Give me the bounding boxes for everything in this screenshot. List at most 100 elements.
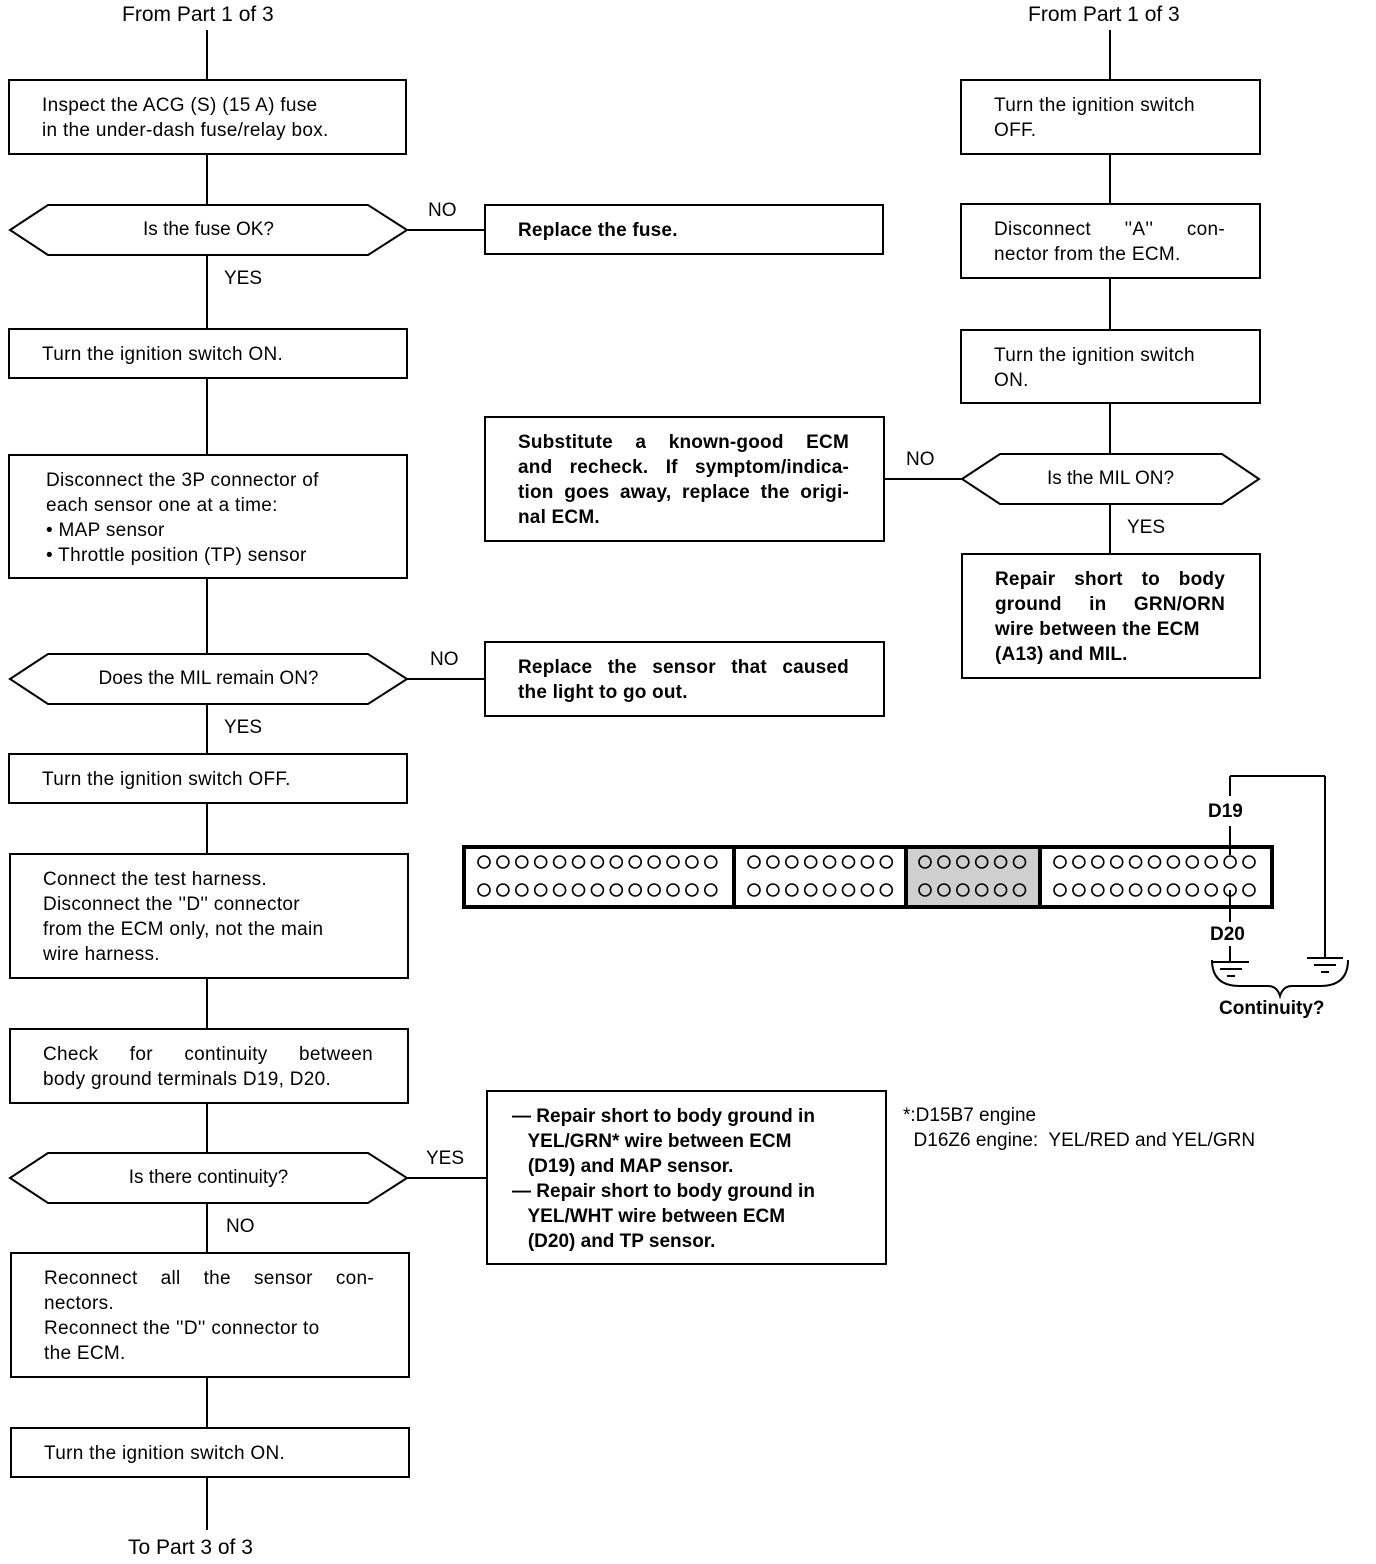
- connector-pin: [496, 883, 510, 897]
- connector-pin: [803, 855, 818, 869]
- connector-pin: [1053, 883, 1067, 897]
- connector-pin: [1223, 855, 1237, 869]
- step-text: Reconnect the ''D'' connector to: [44, 1318, 320, 1339]
- action-text: (D20) and TP sensor.: [512, 1231, 716, 1252]
- disconnect-a-box: Disconnect ''A'' con- nector from the EC…: [960, 203, 1261, 279]
- step-text: nectors.: [44, 1293, 114, 1314]
- connector-pin: [784, 883, 799, 897]
- step-text: from the ECM only, not the main: [43, 919, 324, 940]
- check-continuity-box: Check for continuity between body ground…: [9, 1028, 409, 1104]
- action-text: Repair short to body: [995, 569, 1225, 590]
- action-text: — Repair short to body ground in: [512, 1106, 815, 1127]
- step-text: the ECM.: [44, 1343, 126, 1364]
- connector-pin: [803, 883, 818, 897]
- connector-pin: [628, 855, 643, 869]
- ecm-connector-drawing: [462, 845, 1274, 909]
- connector-pin: [937, 855, 951, 869]
- connector-pin: [822, 855, 837, 869]
- answer-yes: YES: [426, 1148, 465, 1169]
- connector-pin: [1242, 855, 1256, 869]
- action-text: Substitute a known-good ECM: [518, 432, 849, 453]
- pin-label-d20: D20: [1210, 924, 1245, 945]
- decision-shape-continuity: [8, 1152, 409, 1204]
- connector-pin: [666, 855, 680, 869]
- step-text: Turn the ignition switch: [994, 345, 1195, 366]
- connector-pin: [937, 883, 951, 897]
- step-text: Turn the ignition switch ON.: [42, 344, 284, 365]
- footnote-line: *:D15B7 engine: [903, 1105, 1037, 1126]
- step-text: • Throttle position (TP) sensor: [46, 545, 307, 566]
- connector-pin: [552, 883, 567, 897]
- step-text: Reconnect all the sensor con-: [44, 1268, 374, 1289]
- repair-short-mil-box: Repair short to body ground in GRN/ORN w…: [961, 553, 1261, 679]
- connector-pin: [747, 855, 761, 869]
- connector-pin: [993, 855, 1008, 869]
- connector-pin: [685, 855, 699, 869]
- connector-pin: [918, 855, 932, 869]
- connector-pin: [533, 883, 548, 897]
- action-text: wire between the ECM: [995, 619, 1200, 640]
- answer-yes: YES: [1127, 517, 1166, 538]
- action-text: the light to go out.: [518, 682, 688, 703]
- action-text: YEL/GRN* wire between ECM: [512, 1131, 792, 1152]
- connector-pin: [628, 883, 643, 897]
- connector-pin: [955, 855, 970, 869]
- connector-pin: [571, 883, 586, 897]
- replace-sensor-box: Replace the sensor that caused the light…: [484, 641, 885, 717]
- answer-yes: YES: [224, 268, 263, 289]
- substitute-ecm-box: Substitute a known-good ECM and recheck.…: [484, 416, 885, 542]
- action-text: ground in GRN/ORN: [995, 594, 1225, 615]
- to-part-3: To Part 3 of 3: [128, 1536, 253, 1559]
- step-text: body ground terminals D19, D20.: [43, 1069, 332, 1090]
- connector-pin: [647, 855, 661, 869]
- connector-pin: [685, 883, 699, 897]
- connector-pin: [766, 883, 780, 897]
- connector-pin: [609, 855, 624, 869]
- action-text: (A13) and MIL.: [995, 644, 1128, 665]
- decision-shape-mil-on: [960, 453, 1261, 505]
- connector-pin: [974, 883, 989, 897]
- connector-pin: [609, 883, 624, 897]
- connector-pin: [477, 883, 491, 897]
- from-part-1-left: From Part 1 of 3: [122, 3, 274, 26]
- reconnect-box: Reconnect all the sensor con- nectors. R…: [10, 1252, 410, 1378]
- connector-pin: [841, 855, 856, 869]
- question-fuse-ok: Is the fuse OK?: [143, 219, 274, 240]
- step-text: Turn the ignition switch: [994, 95, 1195, 116]
- connector-pin: [766, 855, 780, 869]
- step-text: Connect the test harness.: [43, 869, 268, 890]
- step-text: nector from the ECM.: [994, 244, 1181, 265]
- connector-pin: [1166, 855, 1181, 869]
- step-text: Disconnect ''A'' con-: [994, 219, 1225, 240]
- connector-pin: [533, 855, 548, 869]
- step-text: • MAP sensor: [46, 520, 165, 541]
- connector-pin: [496, 855, 510, 869]
- from-part-1-right: From Part 1 of 3: [1028, 3, 1180, 26]
- connector-pin: [1128, 855, 1143, 869]
- connector-pin: [822, 883, 837, 897]
- connector-pin: [1147, 855, 1162, 869]
- connector-pin: [974, 855, 989, 869]
- connector-pin: [879, 855, 894, 869]
- connector-pin: [747, 883, 761, 897]
- pin-label-d19: D19: [1208, 801, 1243, 822]
- action-text: YEL/WHT wire between ECM: [512, 1206, 786, 1227]
- connector-pin: [1147, 883, 1162, 897]
- connector-pin: [860, 883, 875, 897]
- step-text: Turn the ignition switch OFF.: [42, 769, 291, 790]
- connector-pin: [841, 883, 856, 897]
- answer-yes: YES: [224, 717, 263, 738]
- step-text: OFF.: [994, 120, 1037, 141]
- step-text: Inspect the ACG (S) (15 A) fuse: [42, 95, 318, 116]
- answer-no: NO: [430, 649, 459, 670]
- ignition-off-box: Turn the ignition switch OFF.: [8, 753, 408, 804]
- connector-pin: [1072, 883, 1086, 897]
- connector-pin: [1091, 883, 1105, 897]
- connector-pin: [1109, 883, 1124, 897]
- question-mil-on: Is the MIL ON?: [1046, 468, 1175, 489]
- action-text: Replace the sensor that caused: [518, 657, 849, 678]
- step-text: wire harness.: [43, 944, 160, 965]
- action-text: Replace the fuse.: [518, 220, 678, 241]
- answer-no: NO: [226, 1216, 255, 1237]
- test-harness-box: Connect the test harness. Disconnect the…: [9, 853, 409, 979]
